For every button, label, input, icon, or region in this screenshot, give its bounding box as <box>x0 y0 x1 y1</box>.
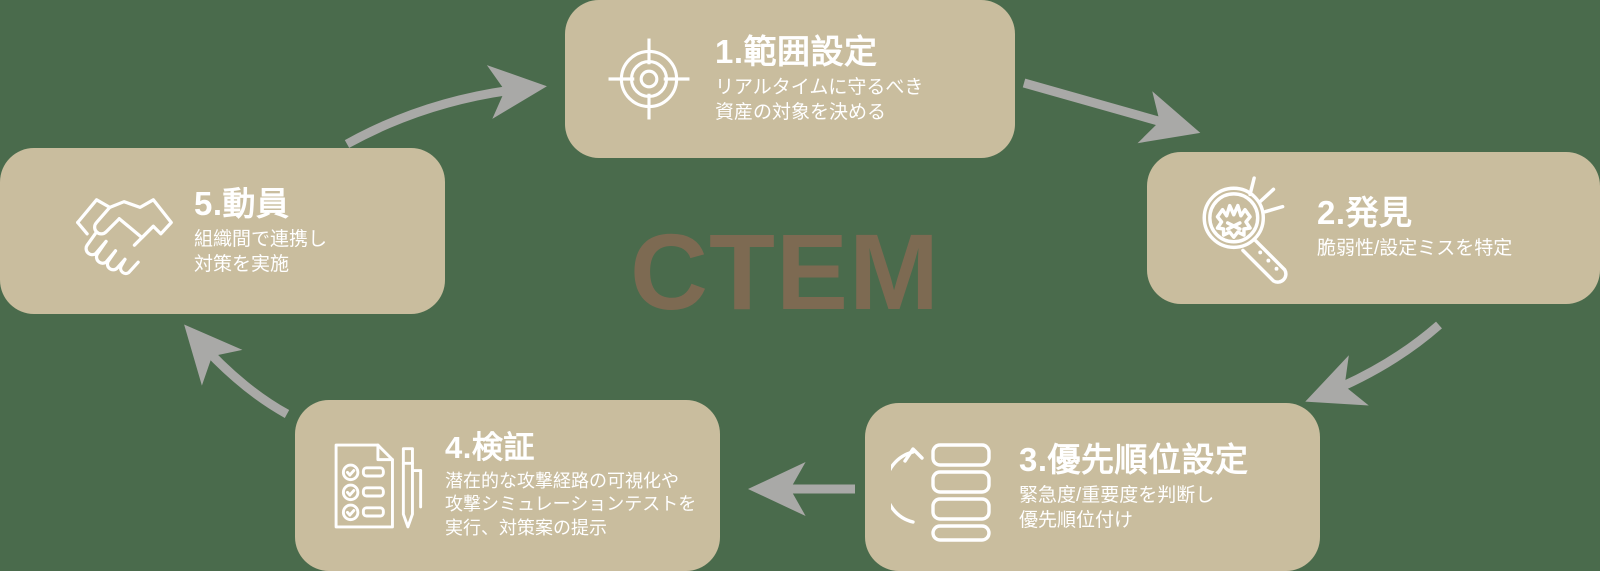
stacked-list-refresh-icon <box>891 432 1001 542</box>
step-desc-1: リアルタイムに守るべき 資産の対象を決める <box>715 76 924 123</box>
arrow-4-to-5 <box>184 324 290 418</box>
step-card-5-text: 5.動員 組織間で連携し 対策を実施 <box>194 185 421 277</box>
handshake-icon <box>72 179 176 283</box>
step-card-2-discovery[interactable]: 2.発見 脆弱性/設定ミスを特定 <box>1147 152 1600 304</box>
step-title-4: 4.検証 <box>445 430 535 466</box>
step-title-5: 5.動員 <box>194 184 290 222</box>
step-desc-4: 潜在的な攻撃経路の可視化や 攻撃シミュレーションテストを 実行、対策案の提示 <box>445 470 697 539</box>
step-card-2-text: 2.発見 脆弱性/設定ミスを特定 <box>1317 194 1572 261</box>
step-card-3-text: 3.優先順位設定 緊急度/重要度を判断し 優先順位付け <box>1019 441 1294 533</box>
step-desc-2: 脆弱性/設定ミスを特定 <box>1317 238 1513 260</box>
step-desc-3: 緊急度/重要度を判断し 優先順位付け <box>1019 484 1215 531</box>
arrow-5-to-1 <box>344 65 547 148</box>
center-label-ctem: CTEM <box>630 211 940 332</box>
step-card-1-text: 1.範囲設定 リアルタイムに守るべき 資産の対象を決める <box>715 33 993 125</box>
step-title-3: 3.優先順位設定 <box>1019 440 1249 478</box>
checklist-pen-icon <box>327 436 427 536</box>
step-card-4-validation[interactable]: 4.検証 潜在的な攻撃経路の可視化や 攻撃シミュレーションテストを 実行、対策案… <box>295 400 720 571</box>
magnifier-bug-icon <box>1191 172 1303 284</box>
step-desc-5: 組織間で連携し 対策を実施 <box>194 228 328 275</box>
arrow-1-to-2 <box>1022 78 1201 144</box>
step-card-4-text: 4.検証 潜在的な攻撃経路の可視化や 攻撃シミュレーションテストを 実行、対策案… <box>445 430 698 541</box>
step-card-1-scoping[interactable]: 1.範囲設定 リアルタイムに守るべき 資産の対象を決める <box>565 0 1015 158</box>
step-title-2: 2.発見 <box>1317 194 1413 232</box>
step-card-5-mobilization[interactable]: 5.動員 組織間で連携し 対策を実施 <box>0 148 445 314</box>
step-title-1: 1.範囲設定 <box>715 32 878 70</box>
arrow-2-to-3 <box>1305 321 1442 406</box>
step-card-3-prioritization[interactable]: 3.優先順位設定 緊急度/重要度を判断し 優先順位付け <box>865 403 1320 571</box>
crosshair-target-icon <box>603 33 695 125</box>
